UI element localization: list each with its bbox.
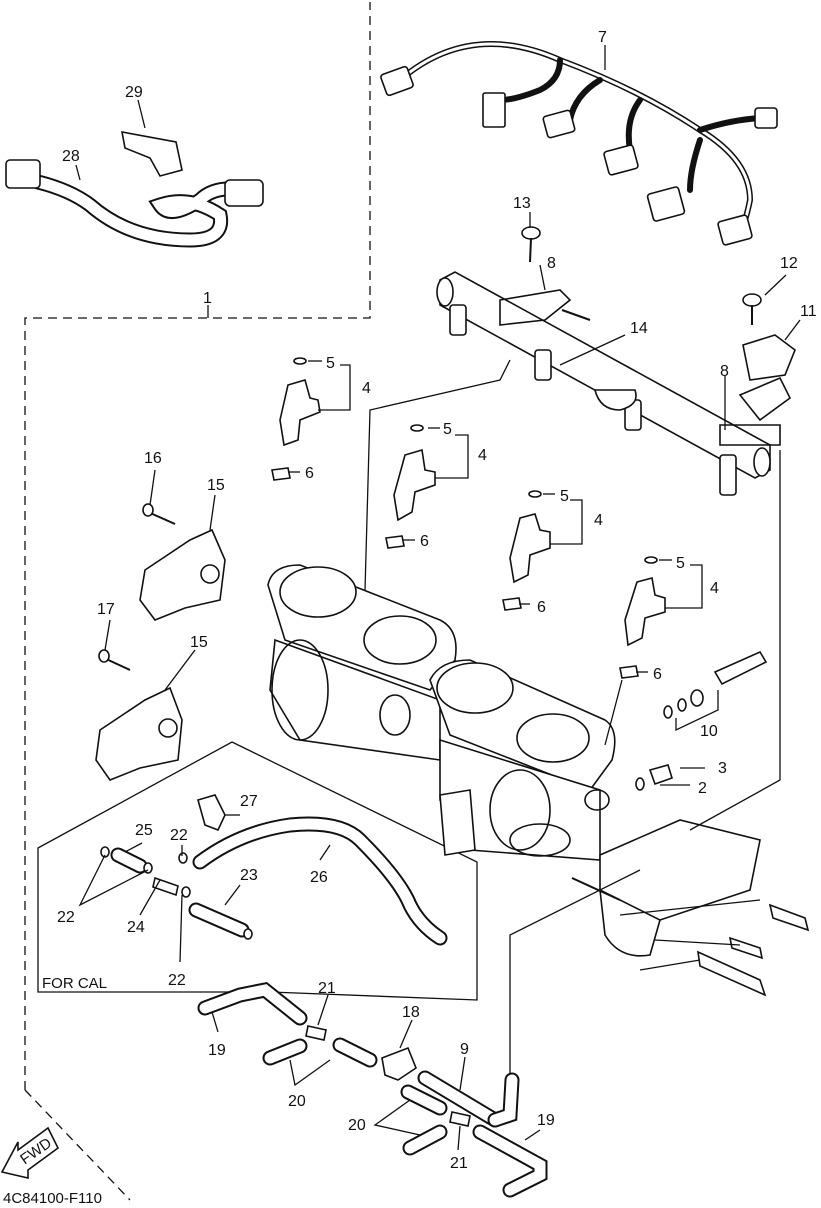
callout-7: 7 [598,29,607,46]
air-cover [571,819,810,997]
fuel-rail [436,271,792,496]
callout-2: 2 [698,780,707,797]
callout-29: 29 [125,84,143,101]
callout-19b: 19 [537,1112,555,1129]
callout-21b: 21 [450,1155,468,1172]
callout-22c: 22 [168,972,186,989]
callout-8a: 8 [547,255,556,272]
fwd-arrow-icon [0,1126,60,1180]
callout-4a: 4 [362,380,371,397]
screw-set-10 [663,650,768,732]
callout-23: 23 [240,867,258,884]
callout-16: 16 [144,450,162,467]
for-cal-box [37,741,478,1001]
throttle-position-sensor-bottom [95,649,183,781]
part-2-3 [635,764,673,791]
callout-6d: 6 [653,666,662,683]
callout-8b: 8 [720,363,729,380]
callout-20a: 20 [288,1093,306,1110]
lower-hoses [197,981,548,1198]
callout-4c: 4 [594,512,603,529]
callout-22b: 22 [170,827,188,844]
callout-28: 28 [62,148,80,165]
callout-15b: 15 [190,634,208,651]
screw-12 [742,293,762,325]
callout-4b: 4 [478,447,487,464]
for-cal-parts [78,794,448,963]
callout-20b: 20 [348,1117,366,1134]
injector-3 [502,490,551,611]
throttle-body [267,564,616,861]
callout-19a: 19 [208,1042,226,1059]
callout-13: 13 [513,195,531,212]
throttle-position-sensor-top [139,503,226,621]
callout-22a: 22 [57,909,75,926]
callout-1: 1 [203,290,212,307]
callout-18: 18 [402,1004,420,1021]
wire-harness [380,41,778,246]
bracket-11 [742,334,796,381]
callout-24: 24 [127,919,145,936]
injector-1 [271,357,321,481]
callout-5b: 5 [443,421,452,438]
callout-25: 25 [135,822,153,839]
callout-4d: 4 [710,580,719,597]
callout-6c: 6 [537,599,546,616]
hose-assembly-28 [5,131,264,248]
assembly-boundary [24,2,371,1201]
callout-10: 10 [700,723,718,740]
callout-5a: 5 [326,355,335,372]
callout-17: 17 [97,601,115,618]
diagram-code: 4C84100-F110 [3,1190,102,1207]
callout-11: 11 [800,303,817,320]
callout-6b: 6 [420,533,429,550]
callout-5d: 5 [676,555,685,572]
callout-6a: 6 [305,465,314,482]
callout-labels: 1 2 3 4 4 4 4 5 5 5 5 6 6 6 6 7 8 8 9 10… [3,29,817,1207]
callout-5c: 5 [560,488,569,505]
callout-3: 3 [718,760,727,777]
callout-26: 26 [310,869,328,886]
callout-9: 9 [460,1041,469,1058]
callout-12: 12 [780,255,798,272]
callout-21a: 21 [318,980,336,997]
injector-leaders [288,360,703,673]
screw-13 [521,226,541,263]
callout-14: 14 [630,320,648,337]
for-cal-label: FOR CAL [42,975,107,992]
callout-27: 27 [240,793,258,810]
injector-2 [385,424,436,549]
leaders [75,45,801,1078]
injector-4 [619,556,666,679]
callout-15a: 15 [207,477,225,494]
